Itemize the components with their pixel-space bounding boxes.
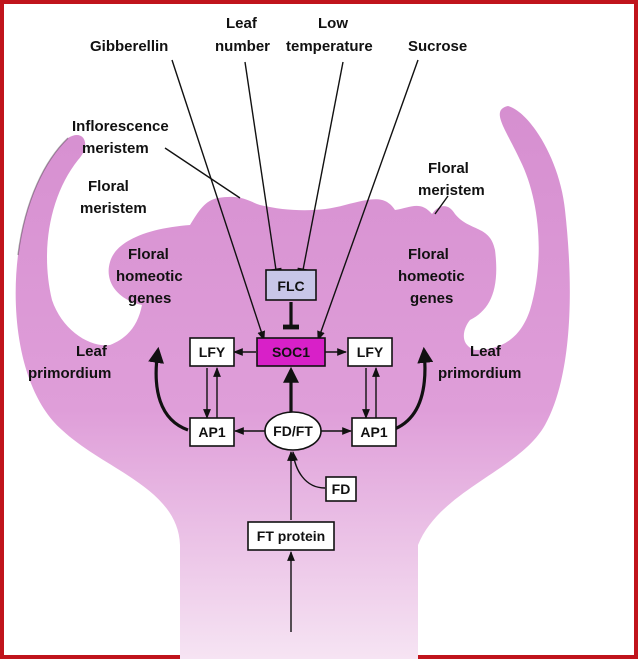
low-temperature-label-2: temperature: [286, 38, 373, 55]
leaf-number-label-1: Leaf: [226, 15, 258, 32]
homeotic-right-label-2: homeotic: [398, 268, 465, 285]
soc1-label: SOC1: [272, 344, 310, 360]
fd-label: FD: [332, 481, 351, 497]
homeotic-left-label-3: genes: [128, 290, 171, 307]
floral-meristem-left-label-1: Floral: [88, 178, 129, 195]
lfy-left-label: LFY: [199, 344, 226, 360]
inflorescence-meristem-label-2: meristem: [82, 140, 149, 157]
floral-meristem-right-label-2: meristem: [418, 182, 485, 199]
floral-meristem-left-label-2: meristem: [80, 200, 147, 217]
homeotic-right-label-3: genes: [410, 290, 453, 307]
ap1-right-label: AP1: [360, 424, 387, 440]
floral-meristem-right-label-1: Floral: [428, 160, 469, 177]
homeotic-left-label-1: Floral: [128, 246, 169, 263]
ap1-left-label: AP1: [198, 424, 225, 440]
flc-label: FLC: [277, 278, 304, 294]
inflorescence-meristem-label-1: Inflorescence: [72, 118, 169, 135]
sucrose-label: Sucrose: [408, 38, 467, 55]
gibberellin-label: Gibberellin: [90, 38, 168, 55]
low-temperature-label-1: Low: [318, 15, 348, 32]
leaf-primordium-left-label-2: primordium: [28, 365, 111, 382]
homeotic-left-label-2: homeotic: [116, 268, 183, 285]
fdft-label: FD/FT: [273, 423, 313, 439]
ft-protein-label: FT protein: [257, 528, 325, 544]
inflorescence-pointer: [165, 148, 240, 198]
leaf-number-label-2: number: [215, 38, 270, 55]
homeotic-right-label-1: Floral: [408, 246, 449, 263]
leaf-primordium-left-label-1: Leaf: [76, 343, 108, 360]
lfy-right-label: LFY: [357, 344, 384, 360]
leaf-primordium-right-label-1: Leaf: [470, 343, 502, 360]
leaf-primordium-right-label-2: primordium: [438, 365, 521, 382]
